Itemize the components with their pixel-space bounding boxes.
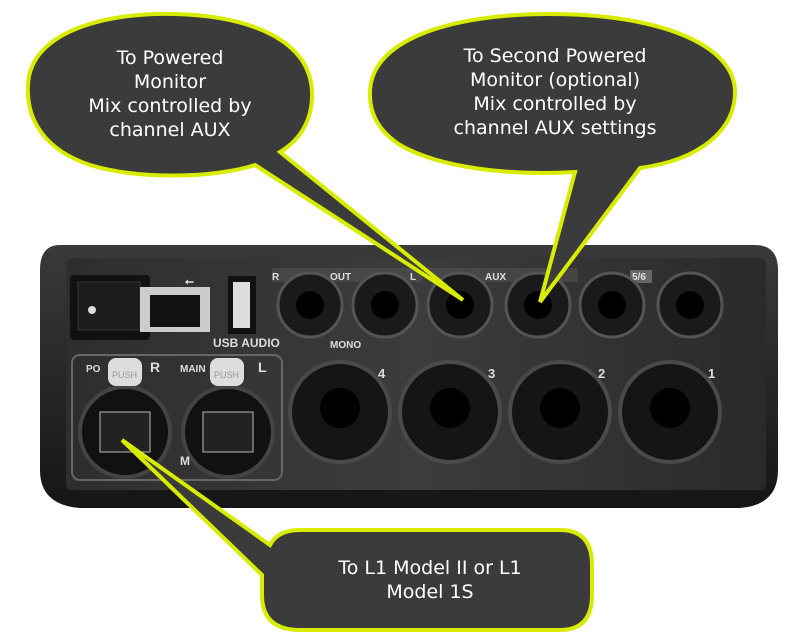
out-r-label: R: [272, 272, 280, 283]
callout-line: To Powered: [116, 47, 224, 69]
callout-line: Monitor: [133, 71, 207, 93]
ch56-label: 5/6: [632, 272, 646, 283]
xlr-combo-inputs: [288, 360, 722, 464]
callout-2-text: To Second Powered Monitor (optional) Mix…: [430, 44, 680, 140]
power-switch: [70, 275, 150, 340]
m-label: M: [180, 454, 190, 468]
callout-line: Mix controlled by: [88, 95, 252, 117]
callout-line: Model 1S: [386, 581, 474, 603]
ethercon-ports: [71, 354, 283, 481]
push-label: PUSH: [112, 370, 137, 380]
callout-line: channel AUX: [109, 119, 231, 141]
out-l-label: L: [410, 272, 416, 283]
callout-1-bubble: [25, 11, 465, 302]
callout-2-bubble: [367, 11, 738, 304]
callout-3-bubble: [120, 438, 594, 632]
svg-text:⭠: ⭠: [185, 276, 194, 288]
main-r-label: R: [150, 359, 160, 375]
mono-label: MONO: [330, 340, 361, 351]
aux-label: AUX: [485, 272, 506, 283]
quarter-inch-jacks: [276, 271, 724, 339]
callout-line: To Second Powered: [463, 45, 647, 67]
callout-1-text: To Powered Monitor Mix controlled by cha…: [60, 46, 280, 142]
callout-line: To L1 Model II or L1: [338, 557, 522, 579]
power-label: PO: [86, 364, 101, 375]
channel-4-label: 4: [378, 366, 386, 381]
channel-1-label: 1: [708, 366, 715, 381]
callout-line: channel AUX settings: [453, 117, 657, 139]
out-label: OUT: [330, 272, 351, 283]
usb-b-port: ⭠: [140, 276, 210, 332]
callout-line: Mix controlled by: [473, 93, 637, 115]
callout-3-text: To L1 Model II or L1 Model 1S: [290, 556, 570, 604]
usb-audio-label: USB AUDIO: [213, 336, 280, 350]
main-label: MAIN: [180, 364, 206, 375]
main-l-label: L: [258, 359, 267, 375]
channel-3-label: 3: [488, 366, 495, 381]
push-label-2: PUSH: [214, 370, 239, 380]
channel-2-label: 2: [598, 366, 605, 381]
usb-a-port: [228, 276, 256, 334]
callout-line: Monitor (optional): [469, 69, 641, 91]
